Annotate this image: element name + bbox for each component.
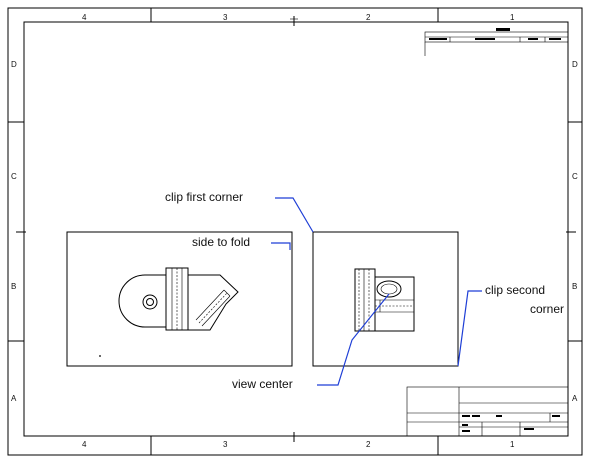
zone-row-left-c: C [11,172,17,181]
zone-row-right-d: D [572,60,578,69]
label-side-to-fold: side to fold [192,235,250,249]
revision-block [424,28,569,56]
zone-row-right-b: B [572,282,577,291]
zone-col-top-2: 2 [366,13,371,22]
view-center-leader [317,293,390,386]
boss-ellipse-outer [376,280,402,298]
top-zone-ticks [150,8,439,26]
left-zone-ticks [8,121,26,342]
label-clip-first-corner: clip first corner [165,190,243,204]
clip-first-corner-leader [275,197,314,233]
zone-row-right-a: A [572,394,578,403]
zone-col-bottom-4: 4 [82,440,87,449]
zone-col-bottom-2: 2 [366,440,371,449]
outer-border [7,7,583,456]
right-zone-ticks [566,121,582,342]
zone-col-bottom-1: 1 [510,440,515,449]
zone-col-top-3: 3 [223,13,228,22]
zone-col-top-4: 4 [82,13,87,22]
right-view [312,231,459,367]
label-view-center: view center [232,377,293,391]
zone-row-left-b: B [11,282,16,291]
hole-outer-circle [142,294,158,310]
label-clip-second-corner-1: clip second [485,283,545,297]
right-view-frame [312,231,459,367]
label-clip-second-corner-2: corner [530,302,564,316]
boss-ellipse-inner [380,283,398,295]
inner-border [23,21,569,437]
left-view [66,231,293,367]
bottom-zone-ticks [150,432,439,455]
title-block [406,386,569,437]
hole-inner-circle [146,298,154,306]
zone-row-left-a: A [11,394,17,403]
zone-col-bottom-3: 3 [223,440,228,449]
left-view-frame [66,231,293,367]
clip-second-corner-leader [457,290,482,367]
zone-row-right-c: C [572,172,578,181]
side-to-fold-leader [271,242,291,250]
zone-col-top-1: 1 [510,13,515,22]
zone-row-left-d: D [11,60,17,69]
